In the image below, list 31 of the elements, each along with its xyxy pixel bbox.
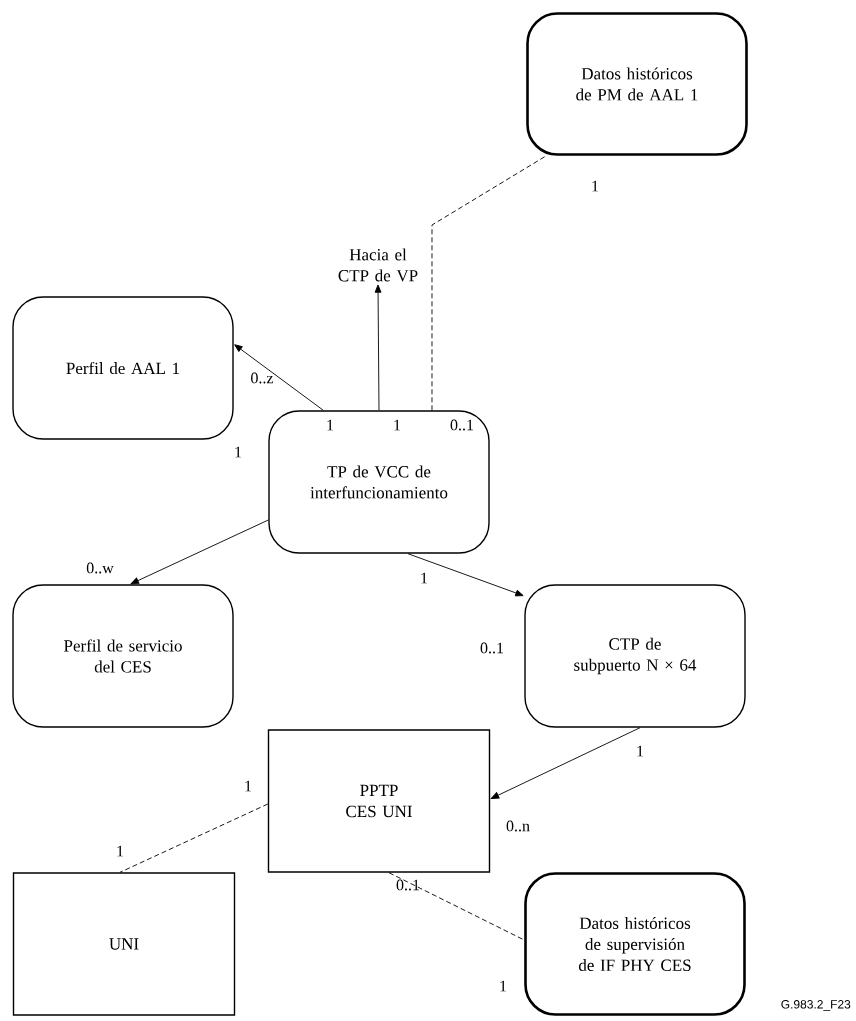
dashed-line bbox=[388, 872, 525, 941]
arrow bbox=[407, 553, 524, 597]
rounded-box: Datos históricos de PM de AAL 1 bbox=[526, 12, 748, 156]
box: UNI bbox=[12, 872, 236, 1016]
rounded-box: Perfil de servicio del CES bbox=[12, 584, 234, 728]
edge-end-label: Hacia el CTP de VP bbox=[338, 248, 418, 282]
multiplicity-label: 1 bbox=[637, 745, 644, 757]
multiplicity-label: 1 bbox=[500, 980, 507, 992]
rounded-box: CTP de subpuerto N × 64 bbox=[524, 584, 746, 728]
arrow bbox=[374, 284, 382, 411]
multiplicity-label: 1 bbox=[421, 572, 428, 584]
rounded-box: Datos históricos de supervisión de IF PHY CES bbox=[524, 872, 746, 1016]
figure-id: G.983.2_F23 bbox=[781, 1000, 851, 1011]
multiplicity-label: 0..n bbox=[506, 820, 530, 832]
dashed-line bbox=[431, 155, 547, 411]
multiplicity-label: 1 bbox=[245, 780, 252, 792]
multiplicity-label: 0..1 bbox=[450, 419, 474, 431]
arrow bbox=[234, 344, 324, 411]
multiplicity-label: 1 bbox=[235, 446, 242, 458]
multiplicity-label: 0..1 bbox=[396, 879, 420, 891]
multiplicity-label: 0..1 bbox=[480, 642, 504, 654]
multiplicity-label: 1 bbox=[327, 419, 334, 431]
multiplicity-label: 1 bbox=[394, 419, 401, 431]
multiplicity-label: 1 bbox=[117, 845, 124, 857]
box: PPTP CES UNI bbox=[267, 729, 491, 873]
rounded-box: Perfil de AAL 1 bbox=[12, 296, 234, 440]
dashed-line bbox=[119, 803, 269, 873]
multiplicity-label: 0..z bbox=[251, 372, 274, 384]
multiplicity-label: 1 bbox=[592, 180, 599, 192]
arrow bbox=[490, 727, 641, 799]
arrow bbox=[130, 519, 269, 585]
